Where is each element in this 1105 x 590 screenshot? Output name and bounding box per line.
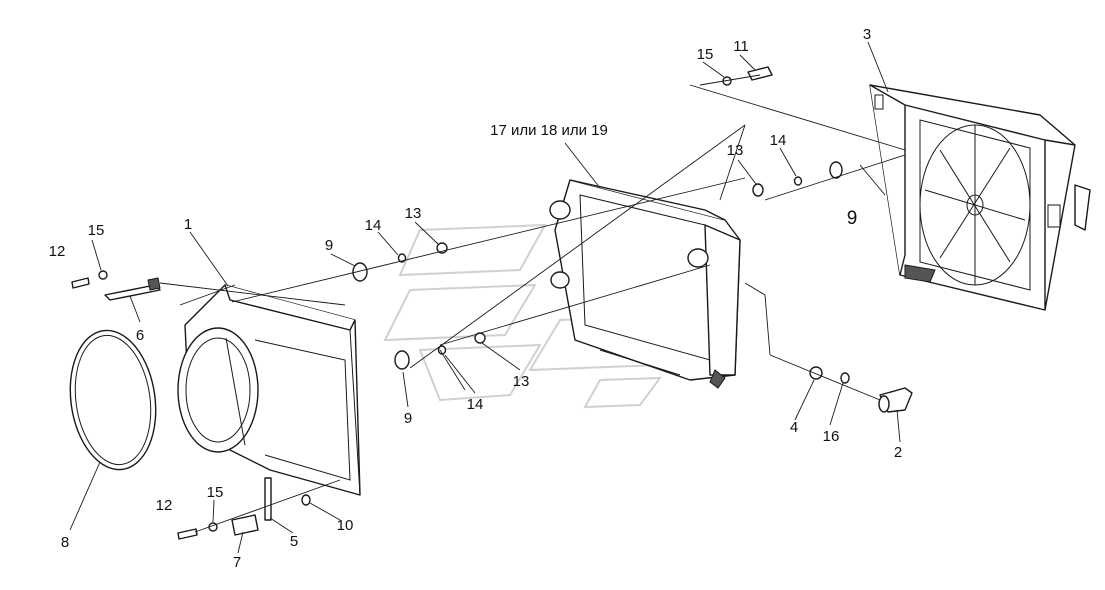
callout-3: 3 [863, 26, 871, 43]
callout-14-lower: 14 [467, 396, 484, 413]
callout-5: 5 [290, 533, 298, 550]
hardware-group [71, 66, 850, 540]
callout-6: 6 [136, 327, 144, 344]
bracket-part-7 [231, 514, 259, 536]
callout-1: 1 [184, 216, 192, 233]
callout-10: 10 [337, 517, 354, 534]
callout-13-front: 13 [405, 205, 422, 222]
callout-11: 11 [733, 38, 749, 55]
fan-shroud-part-1 [177, 284, 361, 496]
hose-part-2 [878, 387, 913, 413]
ring-seal-part-8 [69, 329, 157, 471]
callout-12-top: 12 [49, 243, 66, 260]
callout-9-lower: 9 [404, 410, 412, 427]
callout-12-bottom: 12 [156, 497, 173, 514]
bracket-part-6 [104, 277, 161, 301]
callout-14-front: 14 [365, 217, 382, 234]
leader-lines [69, 41, 906, 554]
fan-frame-part-3 [869, 84, 1091, 311]
callout-13-lower: 13 [513, 373, 530, 390]
callout-4: 4 [790, 419, 798, 436]
callout-16: 16 [823, 428, 840, 445]
callout-9-right: 9 [847, 208, 858, 229]
callout-15-bottom: 15 [207, 484, 224, 501]
callout-15-top: 15 [88, 222, 105, 239]
callout-9-front: 9 [325, 237, 333, 254]
callout-14-right: 14 [770, 132, 787, 149]
callout-13-right: 13 [727, 142, 744, 159]
callout-2: 2 [894, 444, 902, 461]
callout-17-18-19: 17 или 18 или 19 [490, 122, 608, 139]
strip-part-5 [264, 477, 272, 521]
callout-8: 8 [61, 534, 69, 551]
callout-7: 7 [233, 554, 241, 571]
callout-labels: 1 2 3 4 5 6 7 8 9 9 9 10 11 12 12 13 13 … [49, 26, 903, 571]
radiator-part-17-18-19 [549, 179, 741, 389]
callout-15-right: 15 [697, 46, 714, 63]
